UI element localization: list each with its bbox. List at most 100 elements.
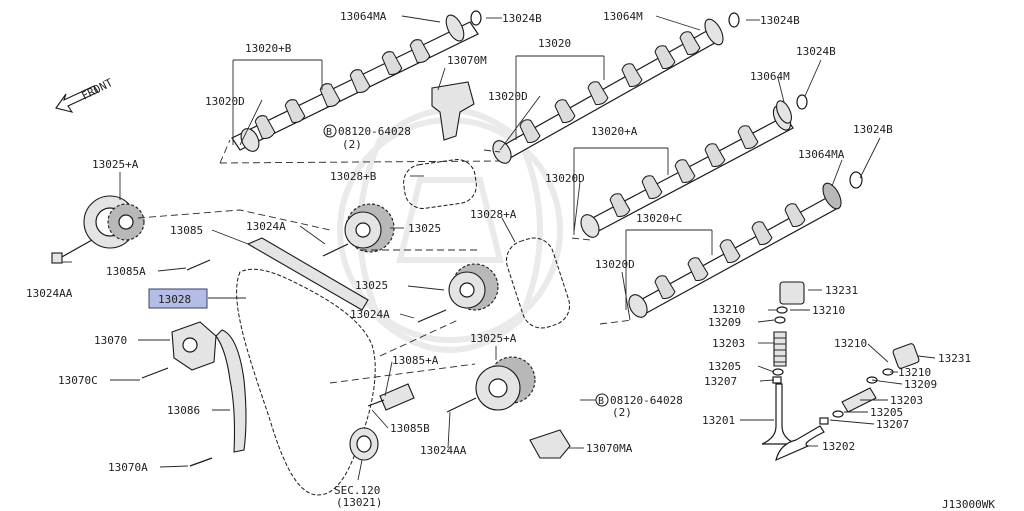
camshaft-13020B [231, 21, 479, 152]
label-13207-b: 13207 [876, 418, 909, 431]
front-label: FRONT [79, 76, 115, 103]
label-13209-b: 13209 [904, 378, 937, 391]
sprocket-13025-upper [344, 203, 395, 253]
label-13085B: 13085B [390, 422, 430, 435]
label-13064M-right: 13064M [750, 70, 790, 83]
bolt-13024AA-left [51, 239, 93, 264]
cam-sprocket-13064M-right [776, 100, 792, 124]
bolt-13024AA-lower [446, 397, 477, 413]
label-13020D-d: 13020D [595, 258, 635, 271]
label-13064MA-right: 13064MA [798, 148, 845, 161]
label-13020B: 13020+B [245, 42, 292, 55]
label-13070C: 13070C [58, 374, 98, 387]
diagram-code: J13000WK [942, 498, 995, 511]
camshaft-13020C [628, 171, 863, 318]
label-13024A-b: 13024A [350, 308, 390, 321]
label-13024AA-left: 13024AA [26, 287, 73, 300]
label-13025-b: 13025 [355, 279, 388, 292]
label-13205-a: 13205 [708, 360, 741, 373]
label-13070MA: 13070MA [586, 442, 633, 455]
label-13203-a: 13203 [712, 337, 745, 350]
bolt-13070C [141, 367, 169, 379]
label-13085A: 13085A [106, 265, 146, 278]
label-bolt-bottom-code: 08120-64028 [610, 394, 683, 407]
label-13070M: 13070M [447, 54, 487, 67]
valve-train-lower [775, 343, 920, 462]
label-sec120-sub: (13021) [336, 496, 382, 509]
bolt-13085B [367, 399, 385, 407]
sprocket-13025A-left [83, 195, 145, 249]
label-bolt-top-code: 08120-64028 [338, 125, 411, 138]
label-13202: 13202 [822, 440, 855, 453]
crank-sprocket-sec120 [349, 427, 379, 461]
label-13028: 13028 [158, 293, 191, 306]
chain-13028A [505, 237, 571, 329]
label-13020: 13020 [538, 37, 571, 50]
label-13025-a: 13025 [408, 222, 441, 235]
label-13201: 13201 [702, 414, 735, 427]
label-13020A: 13020+A [591, 125, 638, 138]
tensioner-13070M [431, 81, 475, 141]
label-13231-b: 13231 [938, 352, 971, 365]
label-bolt-bottom-qty: (2) [612, 406, 632, 419]
label-13025A-top: 13025+A [92, 158, 139, 171]
label-13086: 13086 [167, 404, 200, 417]
label-13024AA-lower: 13024AA [420, 444, 467, 457]
label-13210-b: 13210 [812, 304, 845, 317]
label-13231-a: 13231 [825, 284, 858, 297]
bolt-circle-marker-bottom: B [595, 393, 609, 407]
cam-sprocket-13064MA-top [445, 10, 482, 42]
label-13209-a: 13209 [708, 316, 741, 329]
label-13028B: 13028+B [330, 170, 377, 183]
sprocket-13025A-lower [475, 356, 536, 411]
tensioner-13070 [171, 321, 217, 371]
label-13207-a: 13207 [704, 375, 737, 388]
label-sec120: SEC.120 [334, 484, 380, 497]
label-13210-a: 13210 [712, 303, 745, 316]
label-13210-c: 13210 [834, 337, 867, 350]
chain-guide-13085A [379, 383, 415, 411]
sprocket-13025-middle [448, 263, 499, 311]
front-direction-arrow: FRONT [55, 76, 115, 113]
tensioner-13070MA [529, 429, 571, 459]
label-13205-b: 13205 [870, 406, 903, 419]
slack-guide-13086 [215, 329, 247, 453]
camshaft-13020A [580, 94, 808, 238]
bolt-13024A-middle [417, 309, 447, 323]
label-bolt-top-qty: (2) [342, 138, 362, 151]
valve-train-upper [761, 281, 805, 445]
label-13020D-a: 13020D [205, 95, 245, 108]
label-13064M-top: 13064M [603, 10, 643, 23]
label-13070A: 13070A [108, 461, 148, 474]
bolt-circle-marker-top: B [323, 124, 337, 138]
svg-text:B: B [326, 127, 332, 138]
label-13024B-a: 13024B [502, 12, 542, 25]
label-13024B-b: 13024B [760, 14, 800, 27]
label-13024B-c: 13024B [796, 45, 836, 58]
label-13020D-c: 13020D [545, 172, 585, 185]
svg-text:B: B [598, 396, 604, 407]
label-13070: 13070 [94, 334, 127, 347]
leader-lines [62, 15, 936, 481]
part-labels: 13064MA 13024B 13064M 13024B 13020+B 130… [26, 10, 995, 511]
bolt-13070A [189, 457, 213, 467]
bolt-13085A [186, 259, 211, 271]
highlight-13028 [148, 288, 208, 309]
label-13085: 13085 [170, 224, 203, 237]
label-13020C: 13020+C [636, 212, 682, 225]
label-13024A-a: 13024A [246, 220, 286, 233]
label-13028A: 13028+A [470, 208, 517, 221]
assembly-dashed-lines [137, 139, 633, 384]
label-13085A-plus: 13085+A [392, 354, 439, 367]
label-13020D-b: 13020D [488, 90, 528, 103]
label-13203-b: 13203 [890, 394, 923, 407]
label-13024B-d: 13024B [853, 123, 893, 136]
label-13064MA-top: 13064MA [340, 10, 387, 23]
bolt-13024A-upper [322, 243, 349, 257]
label-13025A-lower: 13025+A [470, 332, 517, 345]
label-13210-d: 13210 [898, 366, 931, 379]
chain-13028B [403, 159, 477, 209]
chain-guide-13085 [246, 237, 369, 311]
camshaft-13020 [492, 12, 740, 164]
